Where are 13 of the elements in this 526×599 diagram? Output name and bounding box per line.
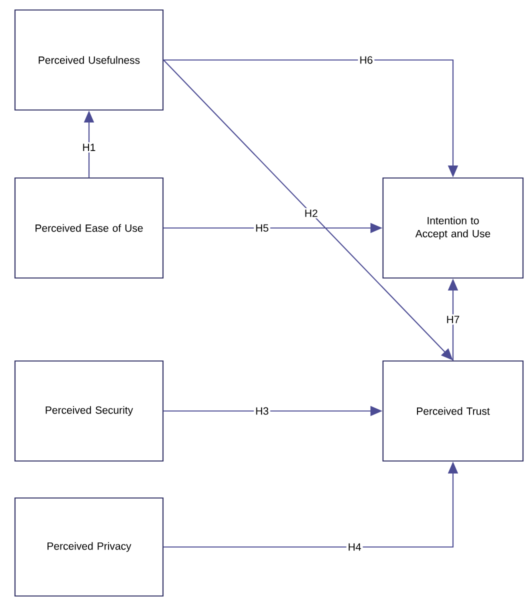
edge-label: H6 [360, 56, 372, 64]
edge-label: H4 [348, 543, 361, 551]
edge-label: H2 [305, 210, 318, 217]
edge-label: H7 [447, 316, 460, 324]
edge-label: H3 [256, 407, 268, 415]
construct-box: Perceived Ease of Use [14, 177, 164, 279]
construct-box: Intention to Accept and Use [382, 177, 524, 279]
edge-label: H5 [256, 224, 268, 232]
construct-box: Perceived Usefulness [14, 9, 164, 111]
edge-label: H1 [83, 144, 96, 151]
construct-box: Perceived Security [14, 360, 164, 462]
construct-box: Perceived Privacy [14, 497, 164, 597]
construct-box: Perceived Trust [382, 360, 524, 462]
